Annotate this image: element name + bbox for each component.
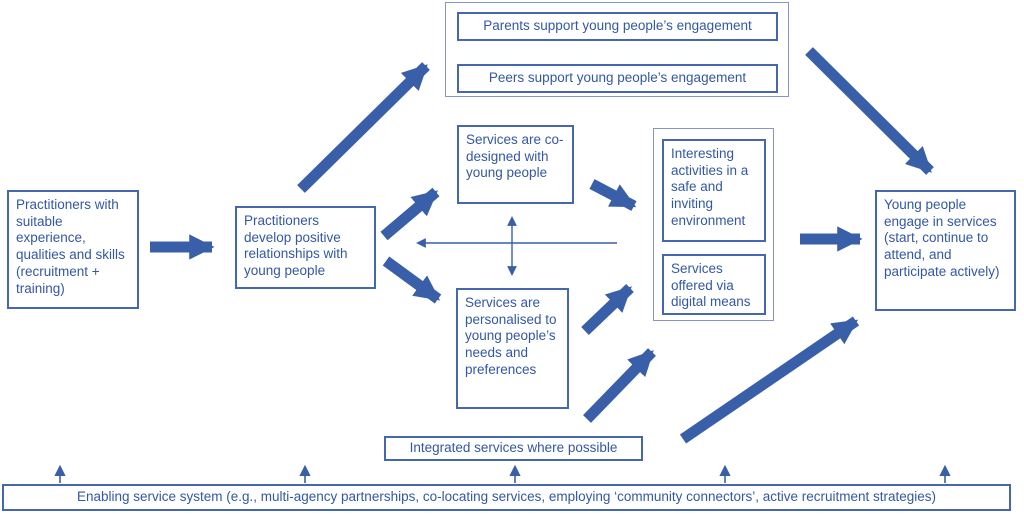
box-interesting-activities: Interesting activities in a safe and inv… [662, 139, 766, 242]
box-practitioners-relationships: Practitioners develop positive relations… [235, 206, 376, 289]
box-services-personalised: Services are personalised to young peopl… [456, 288, 569, 409]
box-peers-support: Peers support young people’s engagement [457, 64, 778, 93]
arrow-relationships-to-social-support [297, 62, 430, 193]
arrow-relationships-to-codesigned [380, 187, 440, 241]
arrow-personalised-to-digital [581, 284, 634, 335]
arrow-integrated-to-young-people [679, 316, 860, 444]
box-integrated-services: Integrated services where possible [384, 436, 643, 461]
box-services-codesigned: Services are co-designed with young peop… [457, 125, 574, 204]
box-digital-means: Services offered via digital means [662, 254, 766, 315]
arrow-integrated-to-digital [583, 348, 656, 423]
box-young-people-engage: Young people engage in services (start, … [875, 190, 1016, 311]
arrow-social-support-to-young-people [805, 47, 934, 175]
group-social-support: Parents support young people’s engagemen… [445, 2, 789, 97]
arrow-relationships-to-personalised [382, 256, 442, 304]
box-parents-support: Parents support young people’s engagemen… [457, 12, 778, 41]
box-practitioners-skills: Practitioners with suitable experience, … [7, 190, 139, 309]
group-service-features: Interesting activities in a safe and inv… [653, 128, 774, 321]
arrow-codesigned-to-activities [589, 179, 637, 211]
bar-enabling-service-system: Enabling service system (e.g., multi-age… [2, 484, 1011, 511]
